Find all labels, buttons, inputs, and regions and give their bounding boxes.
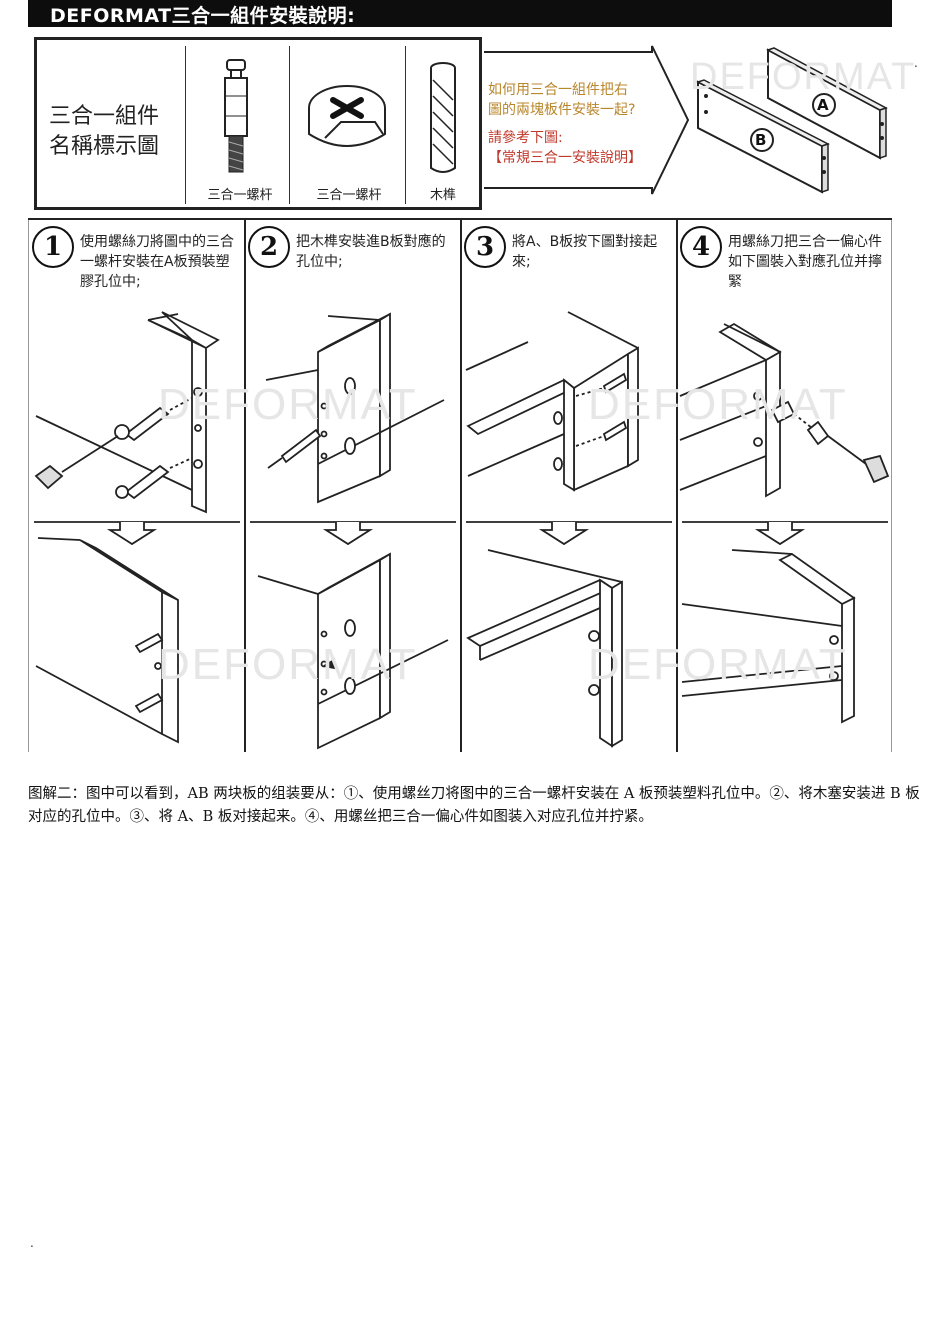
- legend-title-line1: 三合一組件: [49, 104, 160, 129]
- step-number: 3: [464, 226, 506, 268]
- reference-line1: 請參考下圖:: [488, 130, 563, 146]
- part-label-cam-lock: 三合一螺杆: [316, 188, 382, 203]
- column-divider: [244, 220, 246, 752]
- legend-divider: [405, 46, 406, 204]
- assembly-illustrations: [34, 311, 890, 750]
- caption: 图解二：图中可以看到，AB 两块板的组装要从：①、使用螺丝刀将图中的三合一螺杆安…: [28, 786, 920, 825]
- column-divider: [676, 220, 678, 752]
- title-bar: DEFORMAT三合一組件安裝說明:: [28, 0, 892, 27]
- margin-mark: .: [914, 56, 918, 70]
- step-number: 1: [32, 226, 74, 268]
- legend-divider: [185, 46, 186, 204]
- step-instruction: 使用螺絲刀將圖中的三合一螺杆安裝在A板預裝塑膠孔位中;: [80, 234, 234, 290]
- step-2: 2 把木榫安裝進B板對應的孔位中;: [244, 220, 460, 752]
- question-panel: 如何用三合一組件把右 圖的兩塊板件安裝一起? 請參考下圖: 【常規三合一安裝說明…: [482, 47, 687, 195]
- column-divider: [28, 220, 29, 752]
- cam-bolt-icon: [224, 59, 248, 173]
- legend-title-line2: 名稱標示圖: [49, 134, 160, 159]
- parts-legend: 三合一組件 名稱標示圖 三合一螺杆 三合一螺杆 木榫: [34, 37, 482, 210]
- reference-line2: 【常規三合一安裝說明】: [488, 150, 642, 166]
- step-number: 2: [248, 226, 290, 268]
- wood-dowel-icon: [430, 62, 456, 173]
- part-label-dowel: 木榫: [429, 188, 456, 203]
- page-title: DEFORMAT三合一組件安裝說明:: [50, 5, 356, 27]
- step-instruction: 把木榫安裝進B板對應的孔位中;: [296, 234, 446, 270]
- cam-lock-icon: [308, 85, 386, 147]
- column-divider: [460, 220, 462, 752]
- margin-mark: .: [30, 1236, 34, 1250]
- steps-grid: 1 使用螺絲刀將圖中的三合一螺杆安裝在A板預裝塑膠孔位中; 2 把木榫安裝進B板…: [28, 218, 892, 752]
- legend-divider: [289, 46, 290, 204]
- boards-illustration: [696, 47, 888, 194]
- question-line2: 圖的兩塊板件安裝一起?: [488, 102, 636, 118]
- board-b-label: B: [755, 131, 767, 149]
- step-instruction: 用螺絲刀把三合一偏心件如下圖裝入對應孔位并擰緊: [728, 234, 882, 290]
- board-a-label: A: [817, 96, 829, 114]
- arrow-callout: [484, 45, 690, 195]
- step-instruction: 將A、B板按下圖對接起來;: [512, 234, 658, 270]
- column-divider: [891, 220, 892, 752]
- question-line1: 如何用三合一組件把右: [488, 82, 628, 98]
- step-3: 3 將A、B板按下圖對接起來;: [460, 220, 676, 752]
- step-1: 1 使用螺絲刀將圖中的三合一螺杆安裝在A板預裝塑膠孔位中;: [28, 220, 244, 752]
- part-label-cam-bolt: 三合一螺杆: [207, 188, 273, 203]
- step-number: 4: [680, 226, 722, 268]
- step-4: 4 用螺絲刀把三合一偏心件如下圖裝入對應孔位并擰緊: [676, 220, 892, 752]
